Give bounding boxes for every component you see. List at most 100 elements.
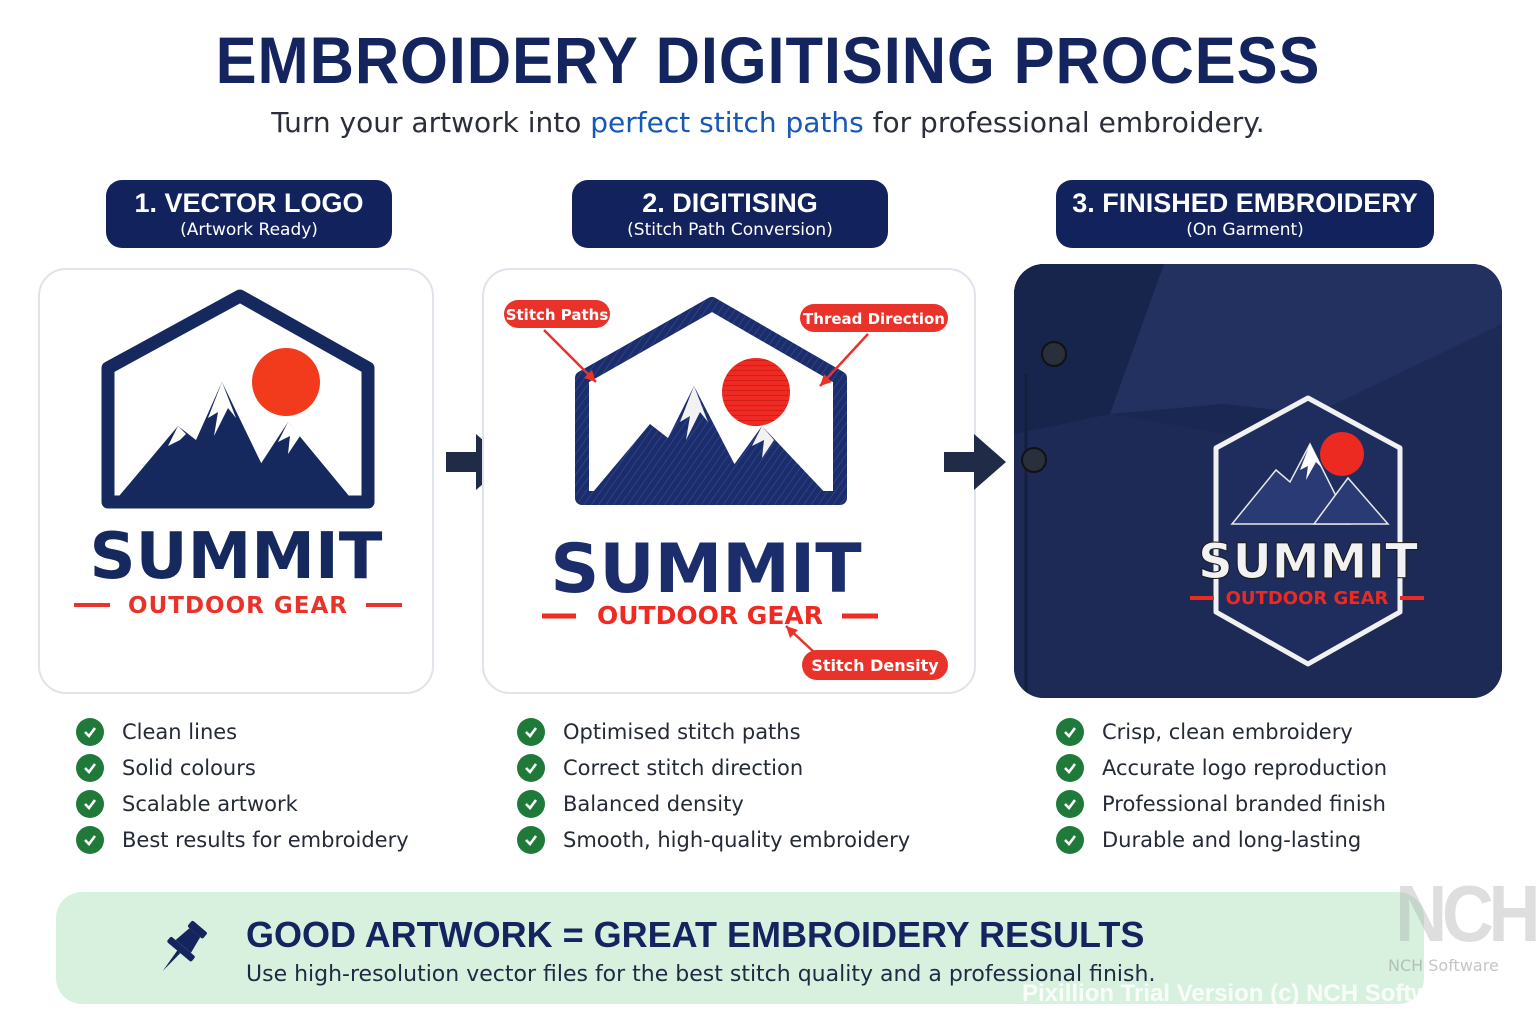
garment-photo: SUMMIT OUTDOOR GEAR <box>1014 264 1502 698</box>
page-title: EMBROIDERY DIGITISING PROCESS <box>215 23 1321 97</box>
check-icon <box>1056 826 1084 854</box>
feature-label: Durable and long-lasting <box>1102 828 1362 852</box>
digitised-main-mountain <box>588 386 752 498</box>
digitised-snow-cap <box>680 386 708 440</box>
subtitle-highlight: perfect stitch paths <box>590 106 864 139</box>
digitised-brand: SUMMIT <box>550 530 862 609</box>
tip-banner: GOOD ARTWORK = GREAT EMBROIDERY RESULTS … <box>56 892 1424 1004</box>
step-2-title: 2. DIGITISING <box>642 188 818 218</box>
check-icon <box>1056 718 1084 746</box>
vector-logo-sun <box>252 348 320 416</box>
vector-logo-panel: SUMMIT OUTDOOR GEAR <box>38 268 434 694</box>
digitised-sun <box>722 358 790 426</box>
garment-collar-left <box>1014 264 1164 434</box>
step-1-subtitle: (Artwork Ready) <box>180 220 318 240</box>
callout-stitch-density-label: Stitch Density <box>811 656 939 675</box>
pushpin-icon <box>162 920 207 971</box>
step-1-title: 1. VECTOR LOGO <box>134 188 364 218</box>
badge-snow-cap <box>1300 444 1322 480</box>
callout-thread-direction-label: Thread Direction <box>803 310 945 328</box>
badge-brand: SUMMIT <box>1198 534 1418 590</box>
watermark-company: NCH Software <box>1388 956 1499 975</box>
badge-side-mountain <box>1312 476 1390 525</box>
digitised-snow-right <box>752 426 774 458</box>
banner-subtitle: Use high-resolution vector files for the… <box>246 962 1156 987</box>
check-icon <box>517 754 545 782</box>
feature-item: Durable and long-lasting <box>1056 822 1387 858</box>
subtitle-before: Turn your artwork into <box>271 106 591 139</box>
vector-logo-main-mountain <box>114 382 280 502</box>
callout-stitch-paths <box>504 300 610 328</box>
vector-logo-image: SUMMIT OUTDOOR GEAR <box>74 289 402 619</box>
feature-label: Scalable artwork <box>122 792 298 816</box>
page-subtitle: Turn your artwork into perfect stitch pa… <box>0 106 1536 139</box>
feature-item: Accurate logo reproduction <box>1056 750 1387 786</box>
vector-logo-features: Clean lines Solid colours Scalable artwo… <box>76 714 409 858</box>
watermark-trial-text: Pixillion Trial Version (c) NCH Software <box>1022 980 1467 1007</box>
garment-button-icon <box>1041 341 1067 367</box>
feature-label: Smooth, high-quality embroidery <box>563 828 911 852</box>
step-2-pill: 2. DIGITISING (Stitch Path Conversion) <box>572 180 888 248</box>
check-icon <box>517 718 545 746</box>
feature-item: Correct stitch direction <box>517 750 910 786</box>
check-icon <box>76 718 104 746</box>
finished-embroidery-features: Crisp, clean embroidery Accurate logo re… <box>1056 714 1387 858</box>
feature-item: Solid colours <box>76 750 409 786</box>
digitised-side-mountain <box>710 426 830 498</box>
arrow-right-icon <box>446 434 508 490</box>
vector-logo-snow-right <box>278 422 300 454</box>
vector-logo-tagline: OUTDOOR GEAR <box>128 593 348 619</box>
feature-label: Crisp, clean embroidery <box>1102 720 1353 744</box>
arrow-right-icon <box>944 434 1006 490</box>
banner-title: GOOD ARTWORK = GREAT EMBROIDERY RESULTS <box>246 914 1145 955</box>
feature-item: Smooth, high-quality embroidery <box>517 822 910 858</box>
feature-item: Optimised stitch paths <box>517 714 910 750</box>
check-icon <box>1056 754 1084 782</box>
digitised-logo-image: SUMMIT OUTDOOR GEAR Stitch Paths Thread … <box>504 297 948 680</box>
callout-stitch-paths-pointer <box>543 329 597 383</box>
digitising-panel: SUMMIT OUTDOOR GEAR Stitch Paths Thread … <box>482 268 976 694</box>
feature-label: Professional branded finish <box>1102 792 1386 816</box>
callout-stitch-paths-label: Stitch Paths <box>506 306 609 324</box>
check-icon <box>76 790 104 818</box>
step-3-subtitle: (On Garment) <box>1186 220 1304 240</box>
vector-logo-snow-left <box>168 426 186 446</box>
garment-collar-right <box>1110 264 1502 414</box>
vector-logo-brand: SUMMIT <box>90 520 383 594</box>
check-icon <box>76 826 104 854</box>
feature-label: Solid colours <box>122 756 256 780</box>
callout-thread-direction-pointer <box>819 333 869 387</box>
vector-logo-side-mountain <box>236 422 354 502</box>
feature-label: Best results for embroidery <box>122 828 409 852</box>
garment-panel: SUMMIT OUTDOOR GEAR <box>1014 264 1502 698</box>
check-icon <box>1056 790 1084 818</box>
feature-label: Correct stitch direction <box>563 756 804 780</box>
feature-label: Balanced density <box>563 792 744 816</box>
check-icon <box>76 754 104 782</box>
step-2-subtitle: (Stitch Path Conversion) <box>627 220 833 240</box>
step-1-pill: 1. VECTOR LOGO (Artwork Ready) <box>106 180 392 248</box>
step-3-title: 3. FINISHED EMBROIDERY <box>1072 188 1418 218</box>
callout-stitch-density <box>802 650 948 680</box>
feature-item: Crisp, clean embroidery <box>1056 714 1387 750</box>
digitised-tagline: OUTDOOR GEAR <box>597 601 823 630</box>
badge-sun <box>1320 432 1364 476</box>
callout-thread-direction-arrowhead <box>820 374 832 386</box>
feature-item: Clean lines <box>76 714 409 750</box>
callout-stitch-paths-arrowhead <box>584 370 596 382</box>
feature-item: Scalable artwork <box>76 786 409 822</box>
embroidered-badge: SUMMIT OUTDOOR GEAR <box>1190 395 1424 667</box>
subtitle-after: for professional embroidery. <box>863 106 1265 139</box>
feature-item: Best results for embroidery <box>76 822 409 858</box>
callout-stitch-density-arrowhead <box>786 626 798 638</box>
watermark-logo: NCH <box>1395 869 1536 958</box>
feature-label: Clean lines <box>122 720 238 744</box>
step-3-pill: 3. FINISHED EMBROIDERY (On Garment) <box>1056 180 1434 248</box>
check-icon <box>517 826 545 854</box>
digitising-features: Optimised stitch paths Correct stitch di… <box>517 714 910 858</box>
feature-label: Accurate logo reproduction <box>1102 756 1388 780</box>
garment-button-icon <box>1021 447 1047 473</box>
feature-item: Professional branded finish <box>1056 786 1387 822</box>
feature-label: Optimised stitch paths <box>563 720 801 744</box>
badge-tagline: OUTDOOR GEAR <box>1226 588 1389 609</box>
